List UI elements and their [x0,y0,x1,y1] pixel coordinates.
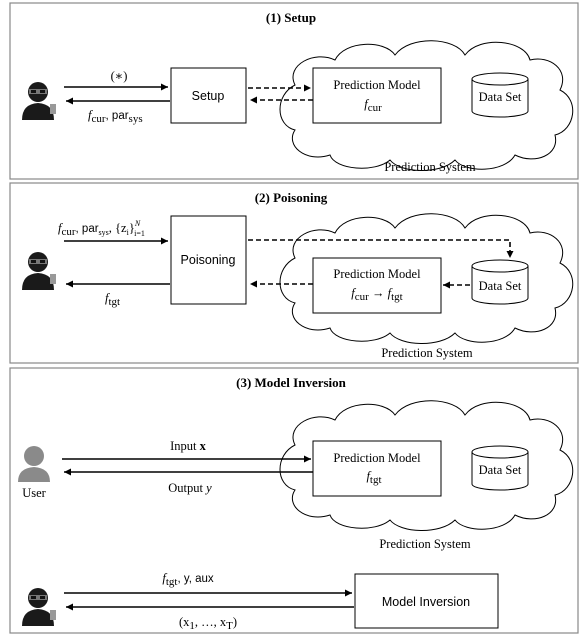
user-icon [18,446,50,482]
prediction-model-title: Prediction Model [333,78,421,92]
poisoning-box-label: Poisoning [181,253,236,267]
model-inversion-label: Model Inversion [382,595,470,609]
panel-title: (3) Model Inversion [236,375,347,390]
dataset-label: Data Set [479,279,522,293]
arrow-in-label: (∗) [111,69,128,83]
prediction-system-label: Prediction System [379,537,471,551]
prediction-system-label: Prediction System [384,160,476,174]
panel-model-inversion: (3) Model Inversion User Prediction Syst… [9,367,579,634]
dashed-arrow-to-dataset [248,239,514,258]
prediction-model-function: fcur [364,97,382,114]
dataset-label: Data Set [479,463,522,477]
user-label: User [22,486,46,500]
prediction-model-title: Prediction Model [333,451,421,465]
input-label: Input x [170,439,207,453]
arrow-out-label: ftgt [105,291,120,308]
dataset-label: Data Set [479,90,522,104]
setup-box-label: Setup [192,89,225,103]
panel-poisoning: (2) Poisoning Prediction System fcur, pa… [9,182,579,364]
panel-setup: (1) Setup Prediction System (∗) fcur, pa… [9,2,579,180]
prediction-model-title: Prediction Model [333,267,421,281]
panel-title: (1) Setup [266,10,316,25]
panel-title: (2) Poisoning [255,190,328,205]
attacker-out-label: (x1, …, xT) [179,615,237,632]
attacker-in-label: ftgt, y, aux [162,571,214,588]
output-label: Output y [168,481,212,495]
prediction-model-box [312,257,442,314]
prediction-model-function: fcur → ftgt [351,286,402,303]
setup-box [170,67,247,124]
prediction-model-function: ftgt [366,469,381,486]
poisoning-box [170,215,247,305]
prediction-system-label: Prediction System [381,346,473,360]
arrow-out-label: fcur, parsys [88,108,143,125]
model-inversion-box [354,573,499,629]
prediction-model-box [312,440,442,497]
prediction-model-box [312,67,442,124]
